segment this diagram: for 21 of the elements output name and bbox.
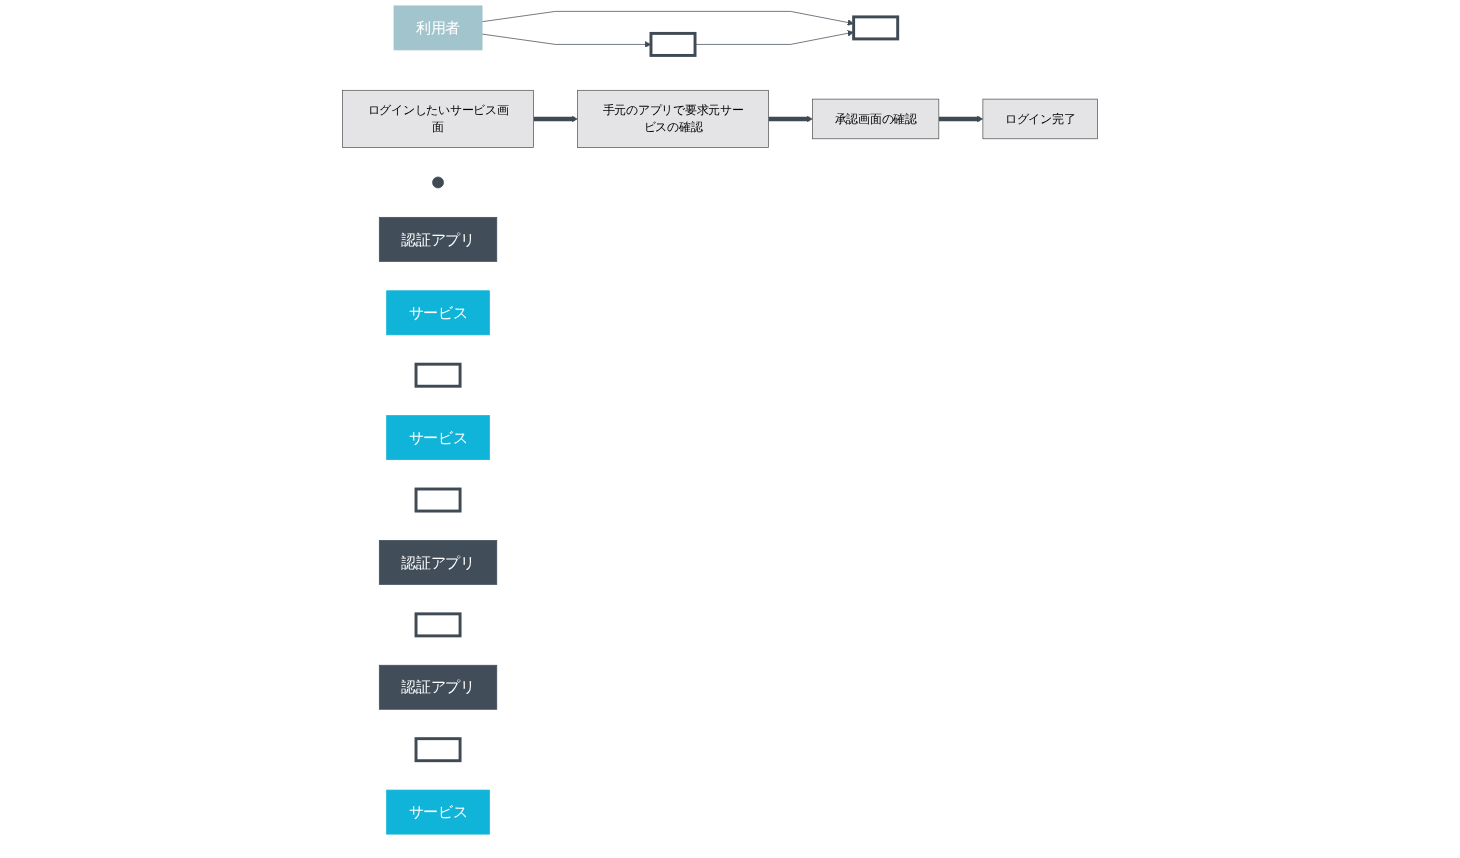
- node-box: 認証アプリ: [378, 540, 498, 585]
- node-box: [852, 15, 900, 41]
- node-box: ログインしたいサービス画面: [342, 89, 534, 148]
- arrow: [938, 115, 984, 123]
- arrow: [533, 115, 578, 123]
- node-box: 手元のアプリで要求元サービスの確認: [577, 89, 769, 148]
- node-box: サービス: [386, 415, 490, 460]
- node-box: 承認画面の確認: [812, 98, 940, 140]
- arrow: [768, 115, 813, 123]
- node-box: サービス: [386, 290, 490, 336]
- node-person: [432, 176, 444, 189]
- node-box: サービス: [386, 789, 490, 835]
- node-box: ログイン完了: [982, 98, 1098, 140]
- node-box: 認証アプリ: [378, 664, 498, 710]
- node-box: 認証アプリ: [378, 216, 498, 262]
- node-box: [649, 31, 697, 57]
- node-box: [414, 487, 462, 513]
- node-box: [414, 612, 462, 638]
- node-box: [414, 362, 462, 388]
- node-box: 利用者: [393, 5, 483, 51]
- node-box: [414, 737, 462, 763]
